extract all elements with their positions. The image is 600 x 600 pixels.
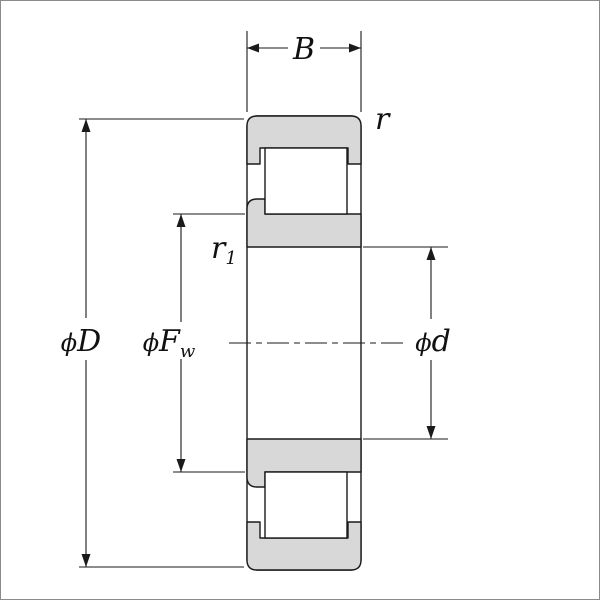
label-bore-letter: d [432,324,451,359]
label-chamfer-r1: r1 [211,231,237,269]
label-chamfer-r1-base: r [211,231,227,266]
label-width-b: B [292,32,315,67]
label-bore-diameter: ϕd [415,324,451,359]
arrow-b-right [349,43,361,53]
label-chamfer-r1-sub: 1 [225,248,236,269]
label-outer-diameter-letter: D [76,324,101,359]
label-raceway-sub: w [180,341,196,362]
label-bore-phi: ϕ [415,329,431,357]
roller-top [264,147,348,215]
label-bg-raceway [138,322,200,359]
arrow-raceway-bottom [176,459,186,472]
arrow-outer-diameter-top [81,119,91,132]
arrow-raceway-top [176,214,186,227]
roller-bottom [264,471,348,539]
label-outer-diameter: ϕD [61,324,101,359]
label-outer-diameter-phi: ϕ [61,329,77,357]
label-raceway-diameter: ϕFw [143,324,196,362]
label-raceway-letter: F [158,324,181,359]
dimension-width-b: B [246,31,362,112]
dimension-outer-diameter: ϕD [53,118,244,568]
label-bg-outer-diameter [53,318,109,360]
label-chamfer-r: r [375,102,391,137]
outer-ring-bottom-section [246,521,362,571]
arrow-bore-top [426,247,436,260]
label-bg-bore [408,319,458,360]
arrow-b-left [247,43,259,53]
arrow-bore-bottom [426,426,436,439]
dimension-raceway-diameter: ϕFw [138,213,245,473]
arrow-outer-diameter-bottom [81,554,91,567]
bearing-section [246,115,362,571]
label-raceway-phi: ϕ [143,329,159,357]
dimension-bore-diameter: ϕd [363,246,458,440]
label-bg-b [288,32,320,64]
outer-ring-top-section [246,115,362,165]
